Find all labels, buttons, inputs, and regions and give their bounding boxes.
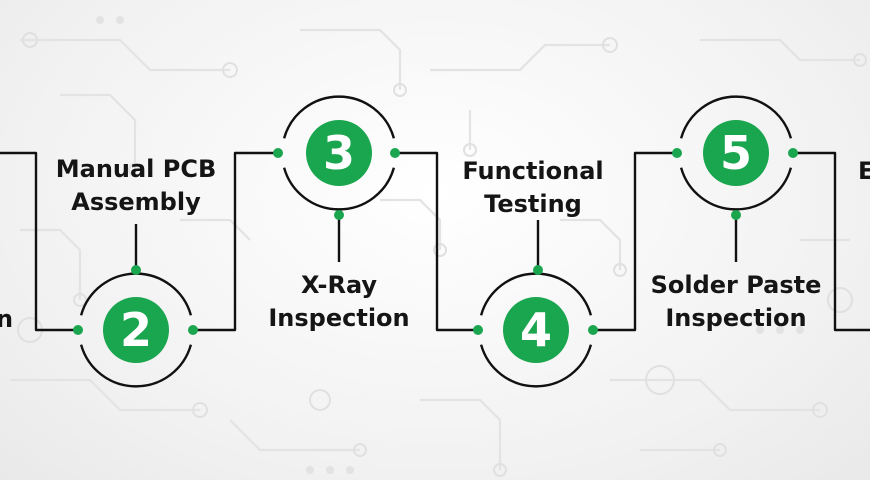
- step-6-label-line: E: [858, 157, 870, 185]
- step-4-disc: [503, 297, 569, 363]
- step-5-label-line: Inspection: [665, 304, 807, 332]
- step-4-label: Functional Testing: [433, 155, 633, 221]
- step-5-label: Solder Paste Inspection: [626, 269, 846, 335]
- background-dots: [96, 16, 804, 474]
- step-3-number: 3: [322, 126, 355, 180]
- step-2-label: Manual PCB Assembly: [36, 153, 236, 219]
- step-2-disc: [103, 297, 169, 363]
- step-2-number: 2: [119, 303, 152, 357]
- step-1-label-line: n: [0, 305, 14, 333]
- connection-node: [334, 210, 344, 220]
- connector-line: [193, 151, 278, 332]
- step-5-number: 5: [719, 126, 752, 180]
- step-3-label-line: Inspection: [268, 304, 410, 332]
- connection-node: [131, 265, 141, 275]
- connection-node: [273, 148, 283, 158]
- connection-node: [588, 325, 598, 335]
- step-4-number: 4: [519, 303, 552, 357]
- connection-node: [672, 148, 682, 158]
- step-4-label-line: Testing: [484, 190, 582, 218]
- step-4-label-line: Functional: [462, 157, 604, 185]
- step-1-label: n: [0, 303, 13, 336]
- step-5-disc: [703, 120, 769, 186]
- connection-node: [788, 148, 798, 158]
- connection-node: [188, 325, 198, 335]
- connection-node: [473, 325, 483, 335]
- connection-node: [533, 265, 543, 275]
- step-5-ring: [679, 95, 793, 211]
- background-traces: [10, 28, 860, 470]
- connector-line: [793, 151, 870, 332]
- step-2-label-line: Manual PCB: [55, 155, 217, 183]
- step-6-label: E: [858, 155, 870, 188]
- connector-line: [395, 151, 478, 332]
- step-2-label-line: Assembly: [71, 188, 201, 216]
- background-pads: [17, 32, 867, 477]
- step-3-disc: [306, 120, 372, 186]
- connection-node: [73, 325, 83, 335]
- step-3-label: X-Ray Inspection: [239, 269, 439, 335]
- step-3-ring: [282, 95, 396, 211]
- connection-node: [731, 210, 741, 220]
- connector-line: [593, 151, 677, 332]
- step-3-label-line: X-Ray: [300, 271, 378, 299]
- connector-line: [0, 151, 78, 332]
- step-5-label-line: Solder Paste: [650, 271, 822, 299]
- connection-node: [390, 148, 400, 158]
